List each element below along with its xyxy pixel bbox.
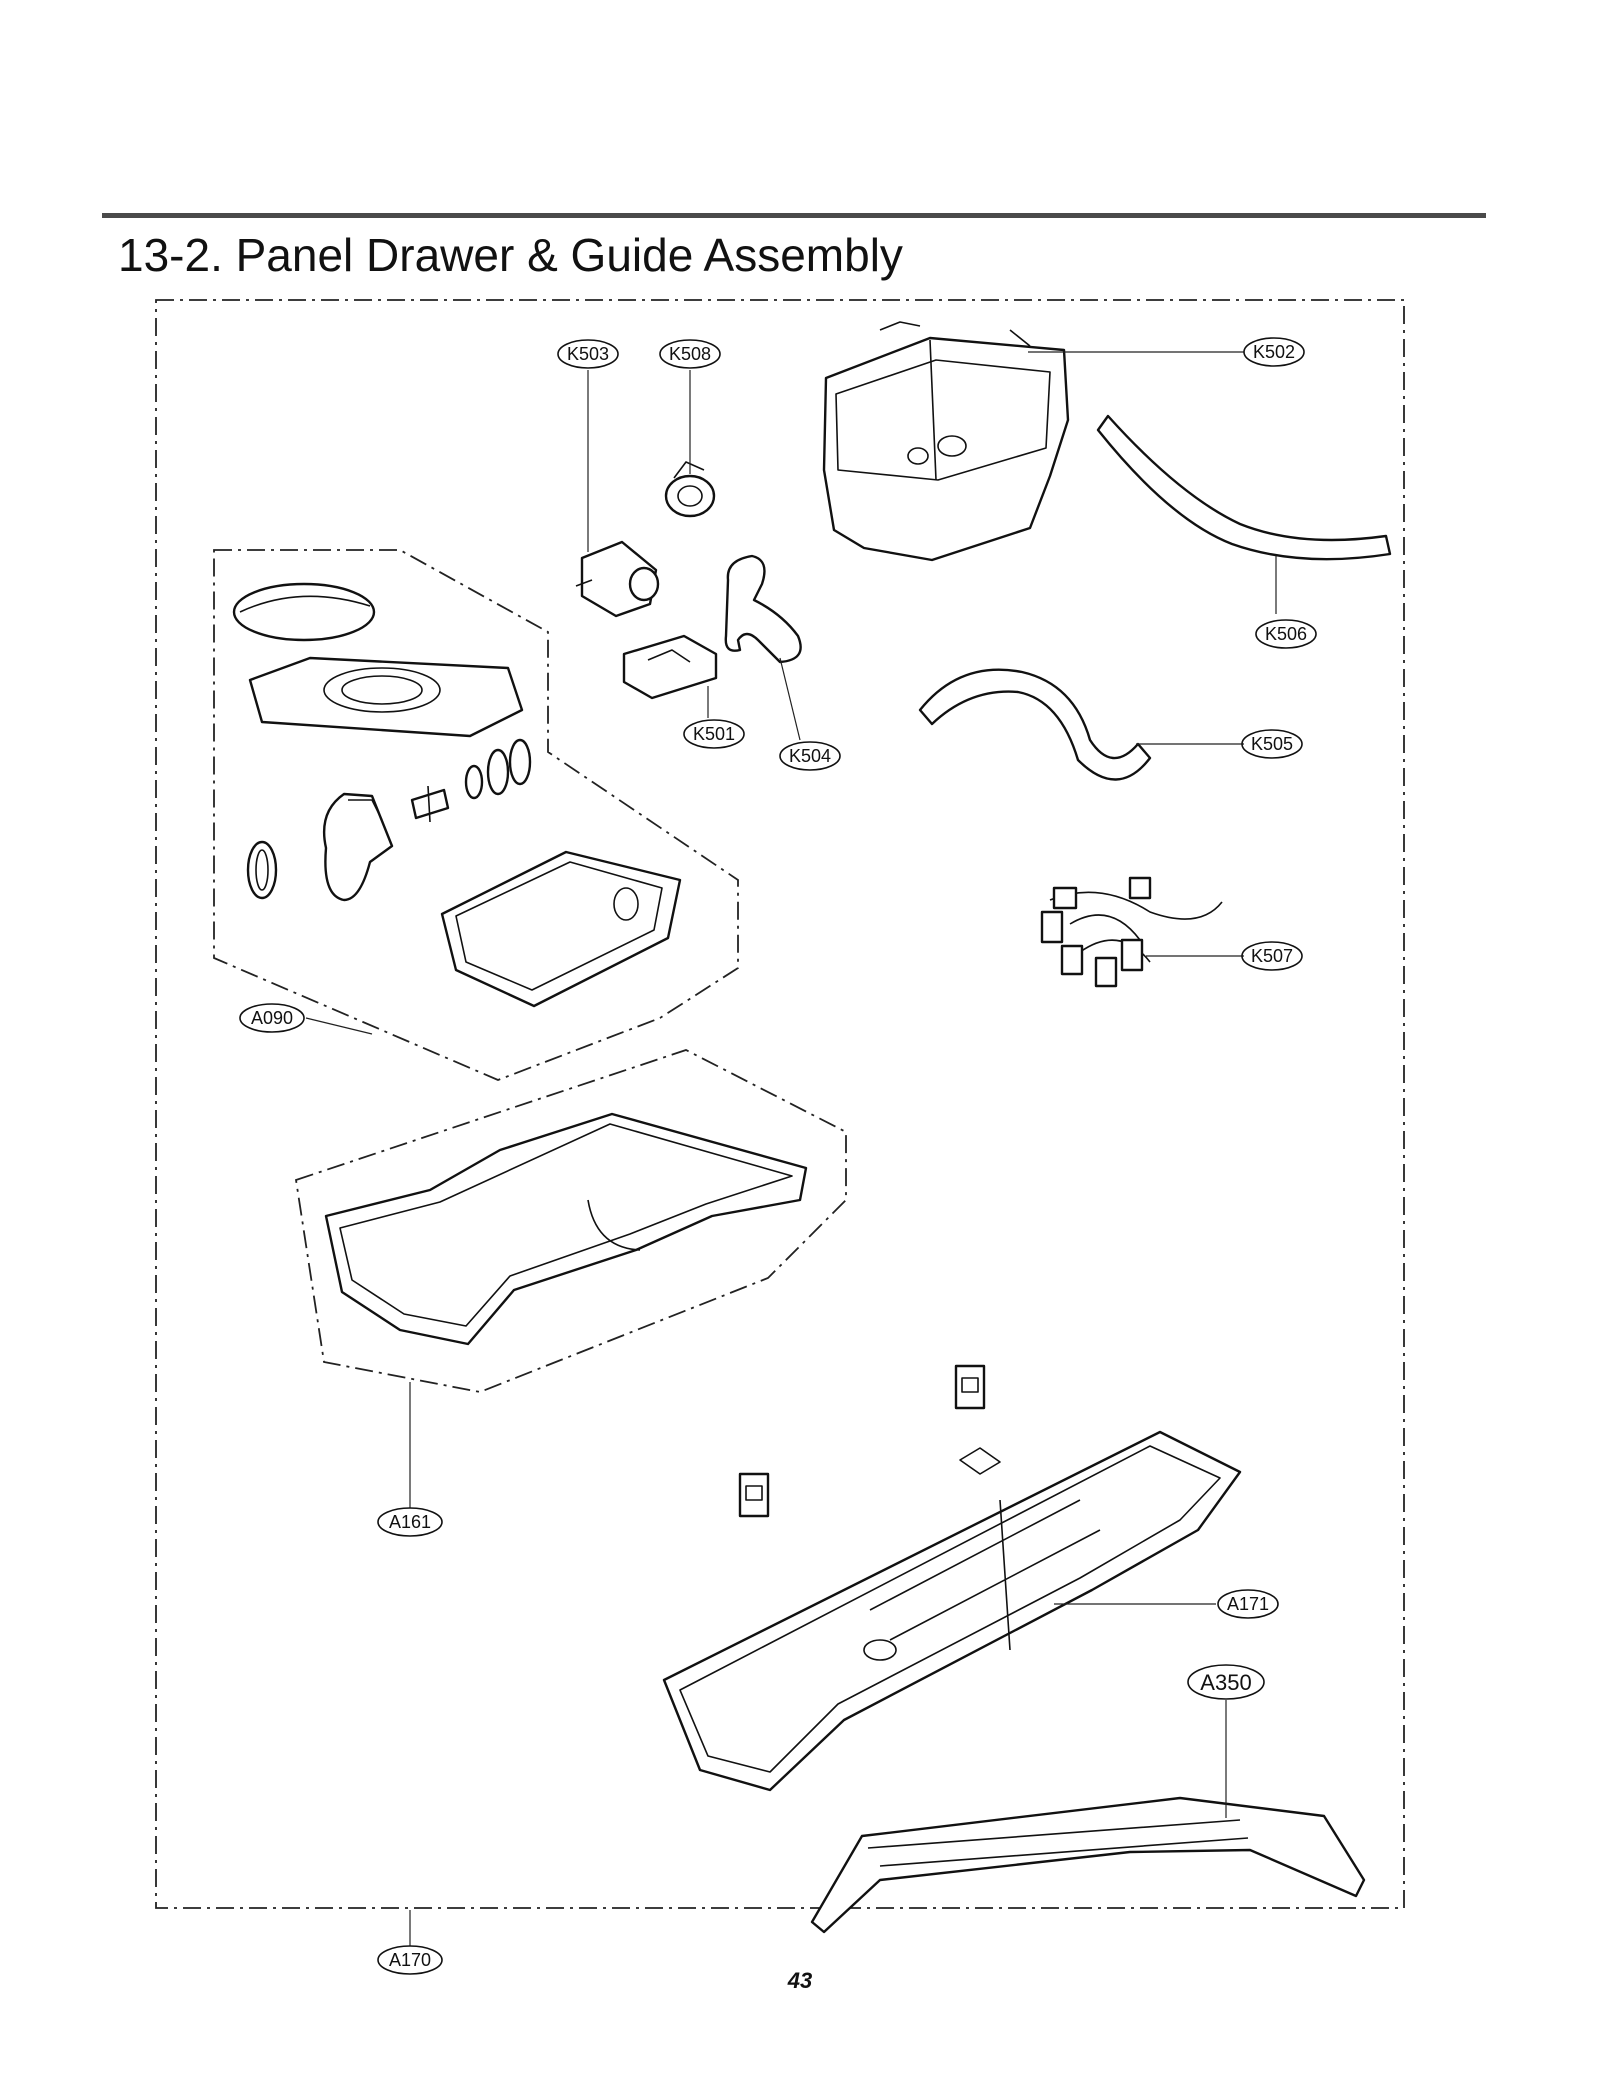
guide-housing-part-a171 [662, 1430, 1242, 1792]
elbow-hose-part-k504 [724, 554, 802, 664]
siphon-part [322, 792, 394, 902]
callout-a350: A350 [1187, 1664, 1265, 1700]
callout-k506: K506 [1255, 619, 1317, 649]
hose-clamp-part-k508 [664, 461, 716, 518]
title-rule [102, 213, 1486, 218]
callout-label-k506: K506 [1265, 624, 1307, 644]
callout-a161: A161 [377, 1507, 443, 1537]
callout-label-a170: A170 [389, 1950, 431, 1970]
callout-label-k503: K503 [567, 344, 609, 364]
callout-k505: K505 [1241, 729, 1303, 759]
callout-k501: K501 [683, 719, 745, 749]
callout-label-a350: A350 [1200, 1670, 1251, 1695]
callout-k507: K507 [1241, 941, 1303, 971]
detergent-tray-part [440, 850, 682, 1008]
page-title: 13-2. Panel Drawer & Guide Assembly [118, 229, 903, 281]
guide-clip-part-lower [738, 1472, 770, 1518]
callout-label-a171: A171 [1227, 1594, 1269, 1614]
callout-k504: K504 [779, 741, 841, 771]
drawer-cap-part [232, 582, 376, 642]
drawer-panel-part-a161 [324, 1112, 808, 1346]
s-hose-part-k505 [918, 668, 1152, 781]
bracket-part-a350 [810, 1796, 1366, 1934]
drain-hose-part-k506 [1096, 414, 1392, 561]
callout-label-k507: K507 [1251, 946, 1293, 966]
page-number: 43 [787, 1968, 813, 1993]
callout-label-a090: A090 [251, 1008, 293, 1028]
callout-label-k502: K502 [1253, 342, 1295, 362]
callout-label-k504: K504 [789, 746, 831, 766]
callout-a170: A170 [377, 1945, 443, 1975]
drawer-cover-part [248, 656, 524, 738]
connector-part-k501 [622, 634, 718, 700]
callout-k508: K508 [659, 339, 721, 369]
subassembly-boundary-a161 [294, 1049, 847, 1393]
valve-fitting-part [410, 785, 450, 823]
callout-label-k501: K501 [693, 724, 735, 744]
subassembly-boundary-a090 [213, 549, 739, 1081]
assembly-boundary-a170 [155, 299, 1405, 1909]
steam-generator-part-k502 [822, 321, 1070, 562]
o-rings-part [464, 738, 532, 800]
callout-label-a161: A161 [389, 1512, 431, 1532]
callout-k502: K502 [1243, 337, 1305, 367]
wire-harness-part-k507 [1040, 876, 1223, 988]
water-valve-part-k503 [575, 540, 660, 618]
callout-label-k505: K505 [1251, 734, 1293, 754]
leader-lines [305, 351, 1277, 1946]
guide-clip-part-upper [954, 1364, 986, 1410]
callout-a090: A090 [239, 1003, 305, 1033]
callout-label-k508: K508 [669, 344, 711, 364]
callout-k503: K503 [557, 339, 619, 369]
seal-ring-part [246, 840, 278, 900]
callout-a171: A171 [1217, 1589, 1279, 1619]
